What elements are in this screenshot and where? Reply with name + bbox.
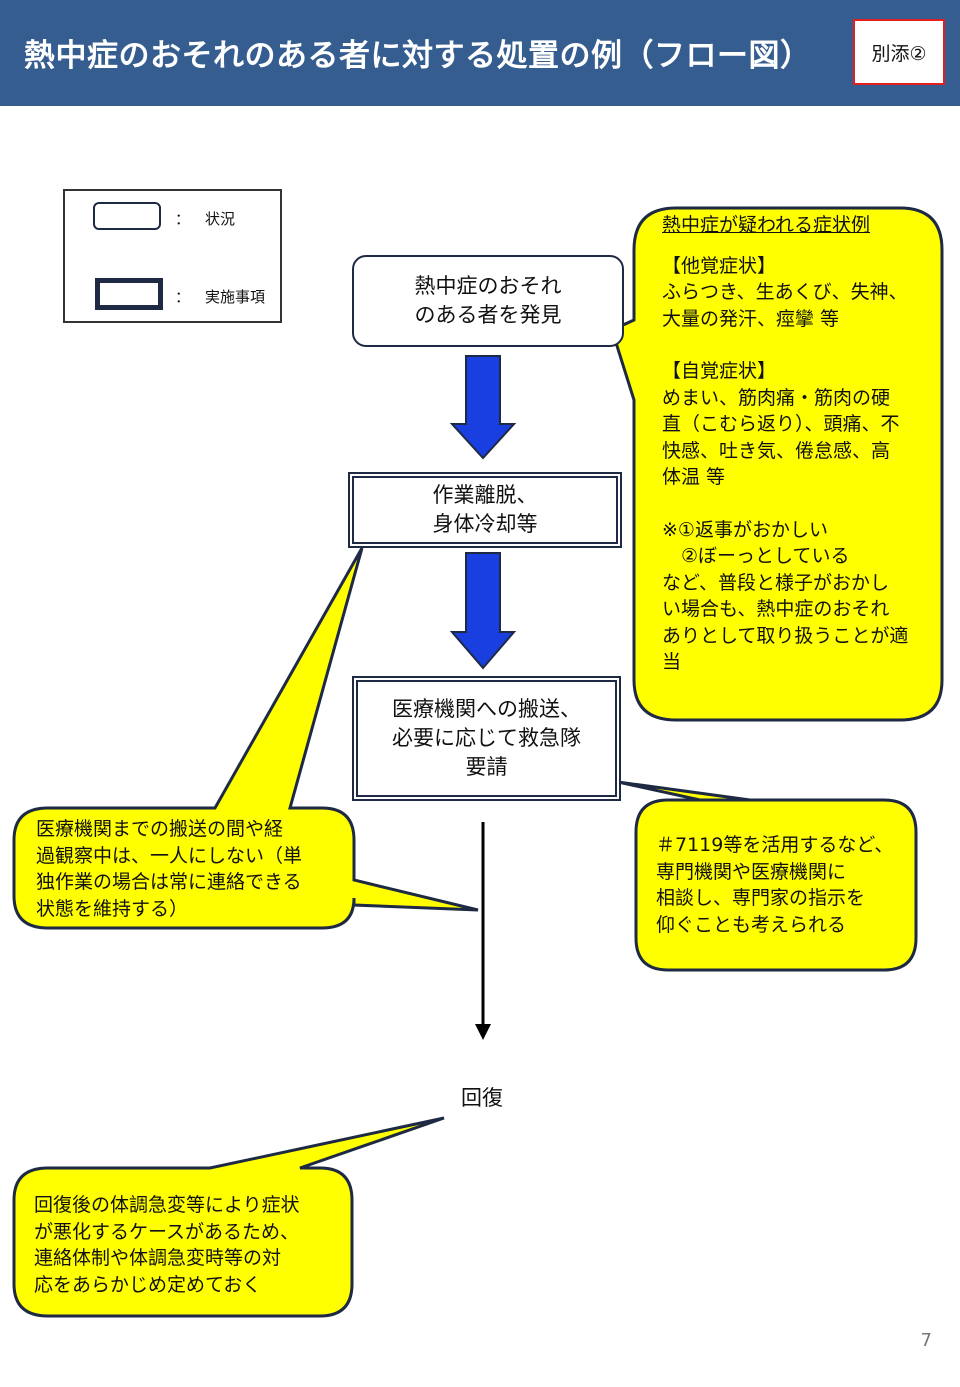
flow-step-transport-line-1: 医療機関への搬送、 — [392, 697, 581, 721]
symptoms-line: ※①返事がおかしい — [662, 518, 828, 541]
symptoms-line: 直（こむら返り）、頭痛、不 — [662, 413, 900, 435]
alone-callout-text: 医療機関までの搬送の間や経 過観察中は、一人にしない（単 独作業の場合は常に連絡… — [36, 816, 302, 922]
flow-step-discover-line-2: のある者を発見 — [414, 303, 562, 327]
flow-step-discover-line-1: 熱中症のおそれ — [414, 274, 562, 298]
legend-colon-1: ： — [175, 210, 191, 228]
blue-arrow-2 — [449, 552, 517, 670]
symptoms-line: ふらつき、生あくび、失神、 — [662, 281, 908, 303]
legend-colon-2: ： — [175, 288, 191, 306]
flow-step-transport-line-2: 必要に応じて救急隊 — [392, 726, 581, 750]
consult-callout-text: ＃7119等を活用するなど、 専門機関や医療機関に 相談し、専門家の指示を 仰ぐ… — [656, 832, 893, 938]
after-callout-text: 回復後の体調急変等により症状 が悪化するケースがあるため、 連絡体制や体調急変時… — [34, 1192, 300, 1298]
symptoms-line — [662, 491, 908, 517]
symptoms-line: 【他覚症状】 — [662, 254, 777, 277]
header-bar: 熱中症のおそれのある者に対する処置の例（フロー図） 別添② — [0, 0, 960, 106]
page-number: 7 — [920, 1330, 932, 1351]
flow-step-transport-line-3: 要請 — [465, 755, 508, 779]
flow-step-cooling-line-2: 身体冷却等 — [432, 512, 538, 536]
symptoms-line: い場合も、熱中症のおそれ — [662, 598, 890, 620]
consult-line: 仰ぐことも考えられる — [656, 913, 847, 936]
consult-line: 相談し、専門家の指示を — [656, 887, 866, 909]
symptoms-line: ありとして取り扱うことが適 — [662, 624, 909, 647]
symptoms-line: など、普段と様子がおかし — [662, 571, 890, 594]
symptoms-line: 大量の発汗、痙攣 等 — [662, 307, 840, 330]
alone-line: 医療機関までの搬送の間や経 — [36, 818, 284, 840]
page-title: 熱中症のおそれのある者に対する処置の例（フロー図） — [24, 38, 812, 74]
after-line: 連絡体制や体調急変時等の対 — [34, 1247, 282, 1269]
flow-step-cooling: 作業離脱、 身体冷却等 — [348, 472, 622, 548]
legend-action-shape — [95, 278, 163, 310]
symptoms-line: 当 — [662, 651, 682, 673]
attachment-label: 別添② — [853, 19, 945, 85]
symptoms-callout-shape — [610, 206, 944, 722]
symptoms-heading: 熱中症が疑われる症状例 — [662, 214, 871, 236]
symptoms-line: 【自覚症状】 — [662, 360, 777, 382]
alone-callout-shape — [12, 547, 479, 930]
after-line: 回復後の体調急変等により症状 — [34, 1194, 300, 1216]
flow-step-discover: 熱中症のおそれ のある者を発見 — [352, 255, 624, 347]
symptoms-line: めまい、筋肉痛・筋肉の硬 — [662, 386, 891, 409]
after-line: 応をあらかじめ定めておく — [34, 1273, 262, 1296]
symptoms-callout-text: 熱中症が疑われる症状例 【他覚症状】 ふらつき、生あくび、失神、 大量の発汗、痙… — [662, 212, 908, 676]
alone-line: 状態を維持する） — [36, 897, 189, 920]
legend-situation-shape — [93, 202, 161, 230]
alone-line: 過観察中は、一人にしない（単 — [36, 844, 303, 867]
consult-line: ＃7119等を活用するなど、 — [656, 834, 894, 856]
black-arrow-head — [475, 1024, 491, 1040]
consult-line: 専門機関や医療機関に — [656, 860, 847, 883]
symptoms-line: 体温 等 — [662, 466, 726, 488]
symptoms-line: 快感、吐き気、倦怠感、高 — [662, 439, 891, 462]
blue-arrow-1 — [449, 355, 517, 460]
alone-line: 独作業の場合は常に連絡できる — [36, 871, 302, 893]
after-callout-shape — [12, 1116, 445, 1318]
flow-end-recovery: 回復 — [461, 1086, 503, 1110]
legend-situation-label: 状況 — [205, 210, 236, 228]
legend: ： 状況 ： 実施事項 — [63, 189, 282, 323]
legend-action-label: 実施事項 — [205, 288, 266, 306]
flow-step-transport: 医療機関への搬送、 必要に応じて救急隊 要請 — [352, 676, 621, 801]
flow-step-cooling-line-1: 作業離脱、 — [432, 483, 538, 507]
consult-callout-shape — [617, 780, 918, 972]
after-line: が悪化するケースがあるため、 — [34, 1220, 300, 1243]
symptoms-line — [662, 332, 908, 358]
symptoms-line: ②ぼーっとしている — [662, 545, 850, 567]
